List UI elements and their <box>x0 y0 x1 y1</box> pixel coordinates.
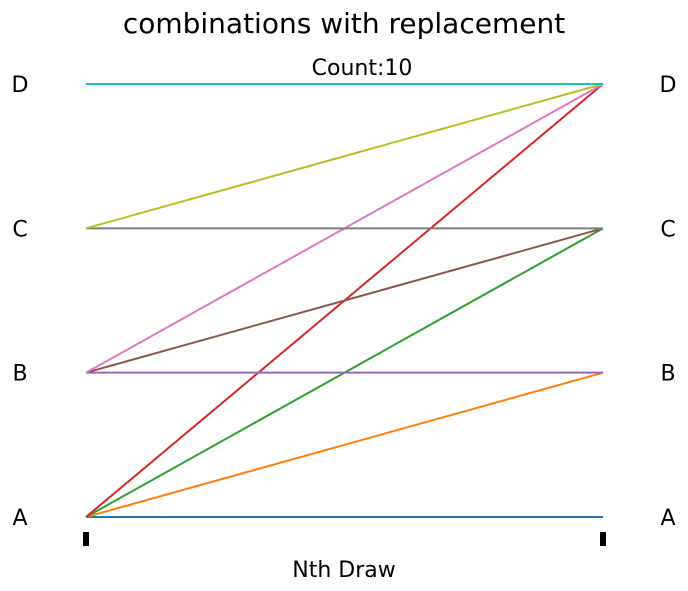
right-category-labels: A B C D <box>660 73 677 531</box>
x-tick-1 <box>83 532 89 546</box>
right-label-C: C <box>660 217 675 242</box>
x-tick-2 <box>600 532 606 546</box>
left-label-B: B <box>12 362 27 387</box>
chart-subtitle: Count:10 <box>312 56 413 81</box>
right-label-B: B <box>660 362 675 387</box>
series-lines <box>85 83 604 518</box>
x-axis-label: Nth Draw <box>292 558 395 583</box>
x-ticks <box>83 532 606 546</box>
right-label-A: A <box>660 506 675 531</box>
left-label-D: D <box>12 73 29 98</box>
left-label-C: C <box>12 217 27 242</box>
left-label-A: A <box>12 506 27 531</box>
series-line-B-C <box>85 227 604 374</box>
right-label-D: D <box>660 73 677 98</box>
series-line-C-D <box>85 83 604 230</box>
left-category-labels: A B C D <box>12 73 29 531</box>
series-line-A-B <box>85 371 604 518</box>
chart-title: combinations with replacement <box>123 7 565 40</box>
